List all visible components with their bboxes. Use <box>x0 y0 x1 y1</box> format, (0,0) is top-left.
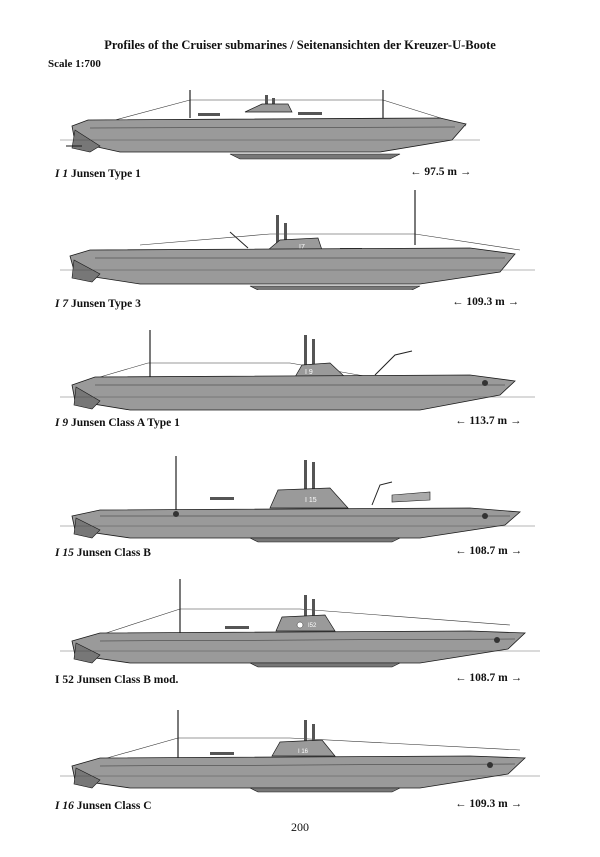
tower-mark: I 9 <box>305 369 313 376</box>
submarine-i52-drawing: I52 <box>60 579 540 668</box>
profile-label: I 52 Junsen Class B mod. <box>55 674 178 686</box>
profile-i16: I 16 I 16 Junsen Class C ← 109.3 m → <box>0 710 600 820</box>
boat-class: Junsen Class B <box>76 547 151 559</box>
boat-class: Junsen Class A Type 1 <box>70 417 180 429</box>
profile-label: I 16 Junsen Class C <box>55 800 152 812</box>
profile-i15: I 15 I 15 Junsen Class B ← 108.7 m → <box>0 450 600 562</box>
tower-mark: I52 <box>308 623 317 629</box>
boat-number: I 1 <box>55 168 69 180</box>
tower-mark: I 15 <box>305 497 317 504</box>
profile-label: I 1 Junsen Type 1 <box>55 168 141 180</box>
length-label: ← 113.7 m → <box>455 415 522 427</box>
page-title: Profiles of the Cruiser submarines / Sei… <box>104 38 496 52</box>
profile-label: I 7 Junsen Type 3 <box>55 298 141 310</box>
length-label: ← 109.3 m → <box>452 296 520 308</box>
submarine-i1-drawing <box>60 90 480 160</box>
length-label: ← 108.7 m → <box>455 545 523 557</box>
page-number: 200 <box>291 820 309 834</box>
boat-number: I 15 <box>55 547 74 559</box>
scale-label: Scale 1:700 <box>48 58 101 70</box>
profile-label: I 15 Junsen Class B <box>55 547 151 559</box>
profile-i9: I 9 I 9 Junsen Class A Type 1 ← 113.7 m … <box>0 325 600 435</box>
submarine-i7-drawing: I7 <box>60 190 535 290</box>
length-label: ← 109.3 m → <box>455 798 523 810</box>
tower-mark: I7 <box>299 244 305 251</box>
boat-number: I 9 <box>55 417 69 429</box>
boat-class: Junsen Type 3 <box>70 298 141 310</box>
tower-mark: I 16 <box>298 749 309 755</box>
boat-class: Junsen Class C <box>76 800 152 812</box>
boat-number: I 52 <box>55 674 74 686</box>
boat-class: Junsen Type 1 <box>70 168 141 180</box>
length-label: ← 108.7 m → <box>455 672 523 684</box>
profile-i1: I 1 Junsen Type 1 ← 97.5 m → <box>0 90 600 185</box>
submarine-i15-drawing: I 15 <box>60 456 535 543</box>
profile-i7: I7 I 7 Junsen Type 3 ← 109.3 m → <box>0 190 600 310</box>
profile-i52: I52 I 52 Junsen Class B mod. ← 108.7 m → <box>0 575 600 687</box>
boat-number: I 16 <box>55 800 74 812</box>
submarine-i16-drawing: I 16 <box>60 710 540 793</box>
boat-class: Junsen Class B mod. <box>76 674 179 686</box>
length-label: ← 97.5 m → <box>410 166 472 178</box>
profile-label: I 9 Junsen Class A Type 1 <box>55 417 180 429</box>
submarine-i9-drawing: I 9 <box>60 330 535 411</box>
boat-number: I 7 <box>55 298 69 310</box>
